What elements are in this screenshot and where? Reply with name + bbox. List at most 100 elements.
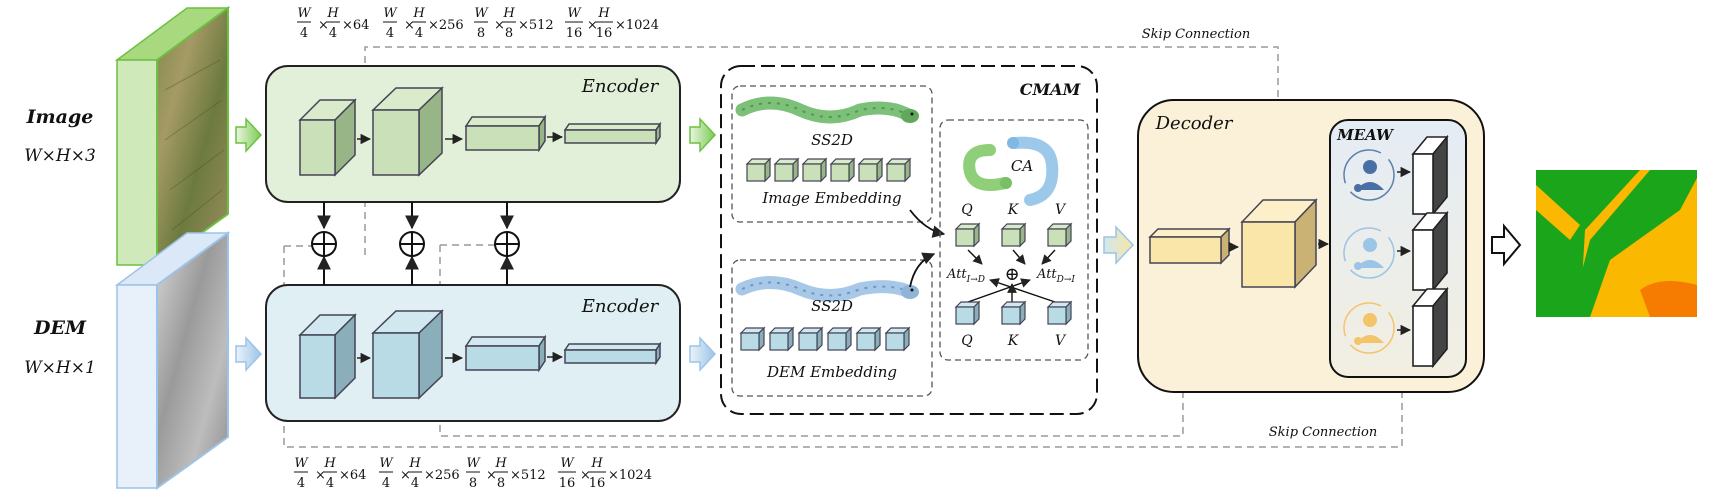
cmam-module: CMAM SS2D Image Embedding SS2D (720, 65, 1098, 415)
q-label-top: Q (961, 202, 973, 218)
image-embedding-to-attention-arrow (909, 209, 946, 238)
svg-text:×256: ×256 (424, 468, 460, 483)
dem-input-label: DEM (33, 317, 87, 339)
svg-text:H: H (597, 6, 610, 21)
qkv-top-tokens (954, 222, 1073, 248)
svg-text:×1024: ×1024 (615, 18, 659, 33)
svg-text:H: H (502, 6, 515, 21)
decoder-blocks (1148, 198, 1318, 289)
green-snake-icon (735, 96, 919, 124)
v-label-top: V (1055, 202, 1067, 218)
svg-text:×: × (315, 468, 326, 483)
svg-text:W: W (294, 456, 309, 471)
expert-icon-3 (1343, 302, 1395, 354)
svg-text:×512: ×512 (518, 18, 554, 33)
top-dim-2: W 4 × H 4 ×256 (383, 6, 464, 41)
meaw-module: MEAW (1329, 119, 1467, 378)
svg-text:×512: ×512 (510, 468, 546, 483)
svg-text:W: W (567, 6, 582, 21)
svg-text:W: W (474, 6, 489, 21)
image-encoder-label: Encoder (581, 76, 660, 97)
skip-connection-label-bottom: Skip Connection (1269, 425, 1377, 440)
svg-text:4: 4 (297, 476, 305, 491)
ca-snakes-icon (963, 136, 1059, 206)
svg-text:×: × (580, 468, 591, 483)
top-stage-dims: W 4 × H 4 ×64 W 4 × H 4 ×256 W 8 × H 8 (297, 6, 659, 41)
k-label-top: K (1007, 202, 1020, 218)
svg-text:W: W (383, 6, 398, 21)
blue-snake-icon (735, 276, 919, 302)
svg-text:×: × (486, 468, 497, 483)
svg-text:4: 4 (326, 476, 334, 491)
fusion-nodes (311, 202, 520, 285)
svg-text:W: W (560, 456, 575, 471)
att-i-to-d: AttI→D (946, 267, 985, 285)
svg-text:W: W (466, 456, 481, 471)
dem-encoder-blocks (298, 309, 662, 400)
qkv-bottom-tokens (954, 300, 1073, 326)
attention-oplus: ⊕ (1004, 264, 1019, 285)
dem-to-encoder-arrow (235, 336, 263, 372)
svg-text:H: H (494, 456, 507, 471)
dem-embedding-tokens (739, 326, 911, 352)
svg-text:16: 16 (566, 26, 583, 41)
svg-text:4: 4 (329, 26, 337, 41)
skip-connection-label-top: Skip Connection (1142, 27, 1250, 42)
image-encoder-blocks (298, 86, 662, 177)
svg-text:×64: ×64 (339, 468, 366, 483)
svg-text:4: 4 (415, 26, 423, 41)
svg-text:×: × (587, 18, 598, 33)
image-encoder-to-cmam-arrow (689, 117, 717, 153)
dem-ss2d-label: SS2D (811, 297, 853, 315)
svg-text:8: 8 (505, 26, 513, 41)
svg-text:4: 4 (382, 476, 390, 491)
segmentation-output-map (1536, 170, 1697, 317)
attention-cross-arrows (967, 249, 1056, 303)
decoder-module: Decoder MEAW (1137, 99, 1485, 393)
svg-text:8: 8 (477, 26, 485, 41)
svg-text:AttD→I: AttD→I (1036, 267, 1075, 285)
decoder-label: Decoder (1155, 113, 1234, 134)
bottom-dim-1: W 4 × H 4 ×64 (294, 456, 366, 491)
svg-text:H: H (412, 6, 425, 21)
bottom-dim-3: W 8 × H 8 ×512 (466, 456, 546, 491)
satellite-image-slab (114, 6, 231, 267)
svg-text:×1024: ×1024 (608, 468, 652, 483)
image-embedding-box (731, 85, 933, 223)
dem-encoder-to-cmam-arrow (689, 336, 717, 372)
meaw-feature-blocks (1411, 134, 1449, 369)
svg-text:×: × (318, 18, 329, 33)
svg-text:W: W (297, 6, 312, 21)
image-to-encoder-arrow (235, 117, 263, 153)
k-label-bottom: K (1007, 333, 1020, 349)
image-embedding-label: Image Embedding (761, 189, 901, 207)
svg-text:AttI→D: AttI→D (946, 267, 985, 285)
svg-text:8: 8 (497, 476, 505, 491)
image-embedding-tokens (745, 157, 912, 183)
cross-attention-box (939, 119, 1089, 361)
decoder-to-output-arrow (1491, 223, 1522, 267)
svg-text:4: 4 (386, 26, 394, 41)
dem-embedding-label: DEM Embedding (766, 363, 897, 381)
ca-label: CA (1011, 157, 1033, 175)
meaw-label: MEAW (1336, 126, 1395, 144)
svg-text:×: × (404, 18, 415, 33)
svg-text:H: H (590, 456, 603, 471)
svg-text:×: × (400, 468, 411, 483)
dem-embedding-to-attention-arrow (909, 252, 936, 288)
svg-text:H: H (323, 456, 336, 471)
dem-encoder-flow-arrows (357, 351, 564, 364)
image-input-label: Image (26, 106, 94, 128)
image-input-dims: W×H×3 (24, 146, 96, 166)
expert-icon-1 (1343, 149, 1395, 201)
svg-text:H: H (408, 456, 421, 471)
expert-icon-2 (1343, 227, 1395, 279)
image-encoder-flow-arrows (357, 131, 564, 145)
dem-encoder-label: Encoder (581, 296, 660, 317)
svg-text:4: 4 (300, 26, 308, 41)
svg-text:×256: ×256 (428, 18, 464, 33)
dem-embedding-box (731, 259, 933, 397)
bottom-dim-2: W 4 × H 4 ×256 (379, 456, 460, 491)
